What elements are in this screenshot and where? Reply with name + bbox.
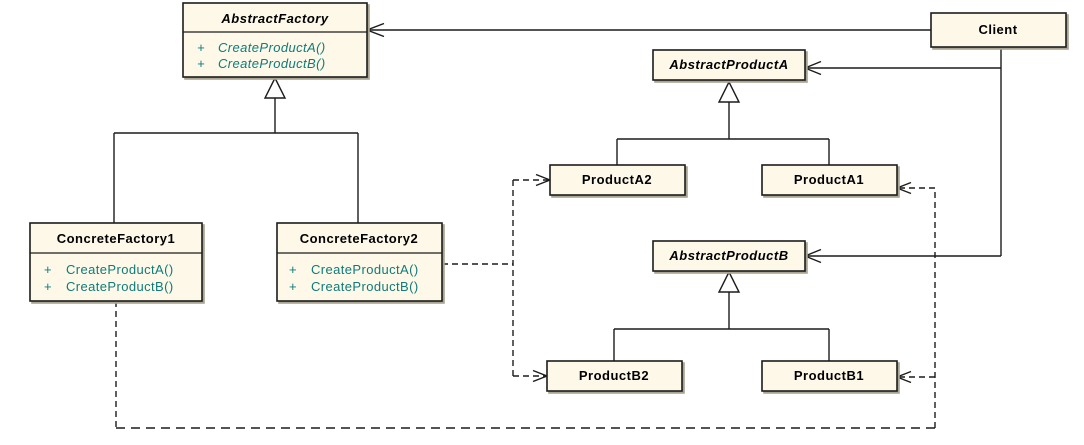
method-name: CreateProductB() bbox=[66, 279, 174, 294]
class-client: Client bbox=[930, 12, 1067, 48]
class-product-a2: ProductA2 bbox=[549, 164, 686, 196]
association-client-abstractfactory bbox=[365, 22, 931, 38]
method-visibility: + bbox=[289, 262, 297, 277]
class-product-b2: ProductB2 bbox=[546, 360, 683, 392]
method-visibility: + bbox=[44, 262, 52, 277]
class-abstract-product-b: AbstractProductB bbox=[652, 240, 806, 272]
generalization-triangle-icon bbox=[717, 270, 741, 293]
method-name: CreateProductB() bbox=[218, 56, 326, 71]
class-title: Client bbox=[978, 22, 1017, 37]
class-box bbox=[652, 240, 806, 272]
method-visibility: + bbox=[197, 56, 205, 71]
class-title: AbstractFactory bbox=[220, 11, 328, 26]
class-abstract-factory: AbstractFactory + CreateProductA() + Cre… bbox=[182, 2, 368, 78]
class-title: ProductB1 bbox=[794, 368, 864, 383]
class-title: ProductB2 bbox=[579, 368, 649, 383]
generalization-product-b bbox=[613, 270, 830, 361]
class-concrete-factory-2: ConcreteFactory2 + CreateProductA() + Cr… bbox=[276, 222, 443, 302]
method-visibility: + bbox=[289, 279, 297, 294]
class-box bbox=[182, 2, 368, 78]
generalization-product-a bbox=[616, 80, 830, 165]
class-title: ConcreteFactory1 bbox=[57, 231, 176, 246]
class-title: AbstractProductB bbox=[668, 248, 788, 263]
dependency-cf2-products bbox=[442, 173, 552, 383]
method-name: CreateProductA() bbox=[218, 40, 326, 55]
generalization-triangle-icon bbox=[717, 80, 741, 103]
class-box bbox=[761, 360, 898, 392]
class-box bbox=[549, 164, 686, 196]
class-concrete-factory-1: ConcreteFactory1 + CreateProductA() + Cr… bbox=[29, 222, 203, 302]
dependency-cf1-products bbox=[115, 181, 936, 429]
class-box bbox=[29, 222, 203, 302]
class-title: ProductA2 bbox=[582, 172, 652, 187]
class-box bbox=[546, 360, 683, 392]
generalization-factories bbox=[113, 76, 359, 223]
class-box bbox=[930, 12, 1067, 48]
method-name: CreateProductA() bbox=[66, 262, 174, 277]
class-box bbox=[761, 164, 898, 196]
class-title: ConcreteFactory2 bbox=[300, 231, 419, 246]
class-box bbox=[276, 222, 443, 302]
association-client-products bbox=[803, 47, 1002, 264]
generalization-triangle-icon bbox=[263, 76, 287, 99]
class-title: ProductA1 bbox=[794, 172, 864, 187]
class-abstract-product-a: AbstractProductA bbox=[652, 49, 806, 81]
method-visibility: + bbox=[197, 40, 205, 55]
method-name: CreateProductA() bbox=[311, 262, 419, 277]
class-product-b1: ProductB1 bbox=[761, 360, 898, 392]
method-visibility: + bbox=[44, 279, 52, 294]
class-title: AbstractProductA bbox=[668, 57, 788, 72]
class-product-a1: ProductA1 bbox=[761, 164, 898, 196]
method-name: CreateProductB() bbox=[311, 279, 419, 294]
class-box bbox=[652, 49, 806, 81]
